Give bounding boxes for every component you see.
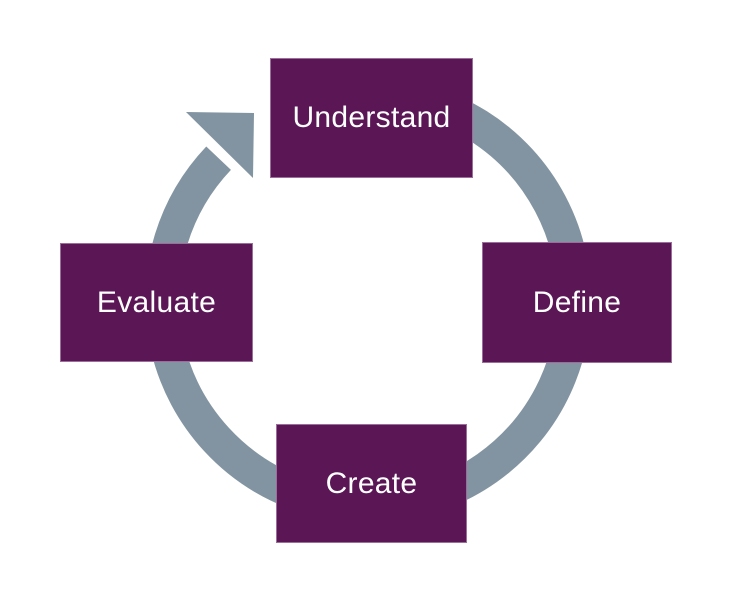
node-define: Define (482, 242, 672, 363)
node-create: Create (276, 424, 467, 543)
node-understand: Understand (270, 58, 473, 178)
node-define-label: Define (532, 285, 622, 319)
node-understand-label: Understand (292, 101, 451, 134)
node-create-label: Create (325, 466, 418, 500)
node-evaluate: Evaluate (60, 243, 253, 362)
arrowhead-icon (186, 112, 254, 178)
node-evaluate-label: Evaluate (96, 285, 217, 319)
